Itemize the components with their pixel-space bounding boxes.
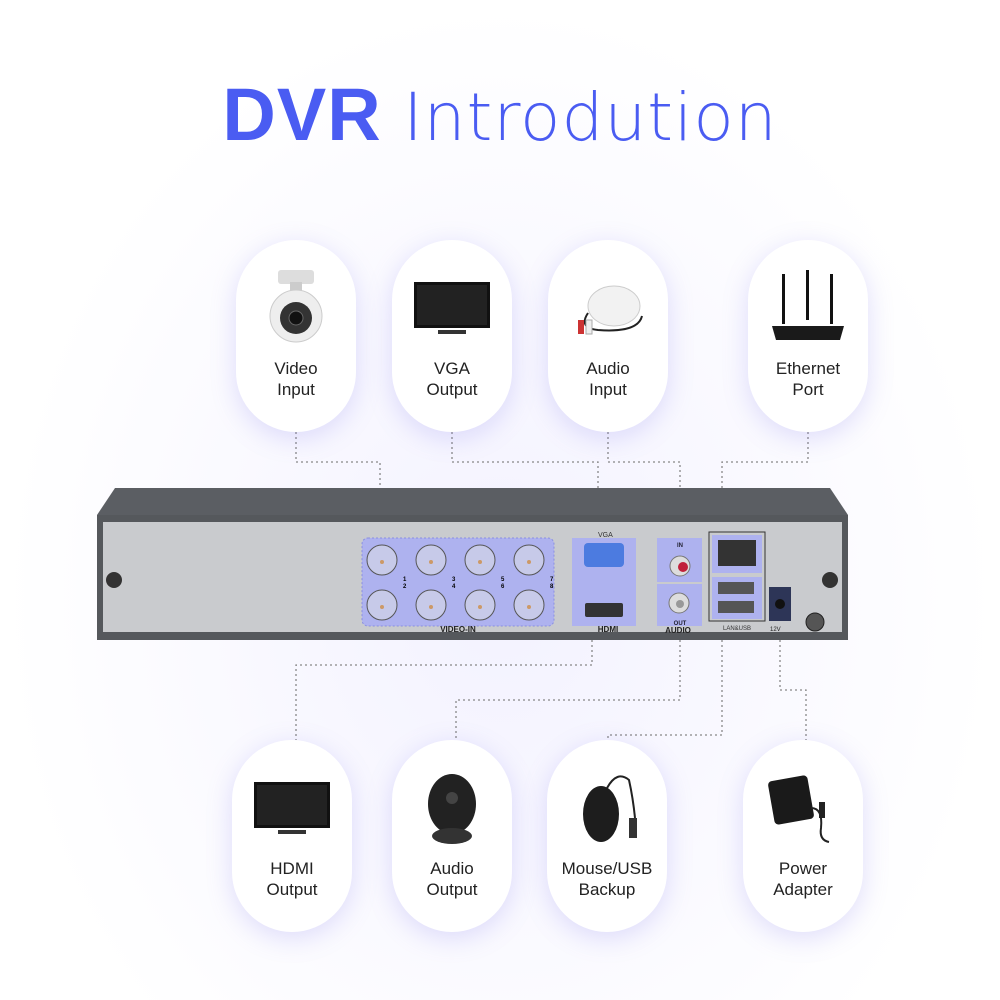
speaker-icon	[412, 768, 492, 848]
label-line2: Backup	[578, 880, 636, 899]
vga-label: VGA	[598, 532, 613, 539]
label-line2: Input	[277, 380, 315, 399]
bnc-ports: 1 3 5 7 2 4 6 8	[366, 544, 554, 621]
microphone-icon	[568, 268, 648, 348]
top_items-card-1: VGA Output	[392, 240, 512, 432]
mouse-icon	[567, 768, 647, 848]
channel-number: 8	[550, 584, 554, 590]
audio-out-label: OUT	[674, 621, 687, 627]
video-in-label: VIDEO-IN	[440, 625, 476, 634]
label-line1: VGA	[434, 359, 470, 378]
power-adapter-icon	[763, 768, 843, 848]
title-light: Introdution	[403, 79, 778, 156]
channel-number: 5	[501, 577, 505, 583]
page-title: DVR Introdution	[0, 72, 1000, 157]
label-line1: Audio	[430, 859, 474, 878]
monitor-icon	[252, 768, 332, 848]
channel-number: 6	[501, 584, 505, 590]
label-line1: Power	[778, 859, 828, 878]
label-line2: Port	[792, 380, 824, 399]
label-line1: Mouse/USB	[561, 859, 653, 878]
audio-label: AUDIO	[665, 626, 691, 635]
label-line2: Adapter	[773, 880, 833, 899]
power-label: 12V	[770, 627, 781, 633]
monitor-icon	[412, 268, 492, 348]
channel-number: 1	[403, 577, 407, 583]
card-label: HDMI Output	[232, 858, 352, 900]
hdmi-label: HDMI	[598, 625, 618, 634]
channel-number: 4	[452, 584, 456, 590]
label-line1: Video	[274, 359, 318, 378]
label-line2: Output	[266, 880, 318, 899]
label-line1: HDMI	[270, 859, 314, 878]
label-line2: Input	[589, 380, 627, 399]
label-line1: Ethernet	[775, 359, 841, 378]
card-label: Mouse/USB Backup	[547, 858, 667, 900]
bottom_items-card-2: Mouse/USB Backup	[547, 740, 667, 932]
router-icon	[768, 268, 848, 348]
channel-number: 3	[452, 577, 456, 583]
label-line2: Output	[426, 380, 478, 399]
lan-usb-label: LAN&USB	[723, 626, 751, 632]
security-camera-icon	[256, 268, 336, 348]
channel-number: 7	[550, 577, 554, 583]
channel-number: 2	[403, 584, 407, 590]
bottom_items-card-0: HDMI Output	[232, 740, 352, 932]
audio-in-label: IN	[677, 543, 683, 549]
label-line1: Audio	[586, 359, 630, 378]
label-line2: Output	[426, 880, 478, 899]
title-bold: DVR	[222, 73, 382, 156]
card-label: VGA Output	[392, 358, 512, 400]
